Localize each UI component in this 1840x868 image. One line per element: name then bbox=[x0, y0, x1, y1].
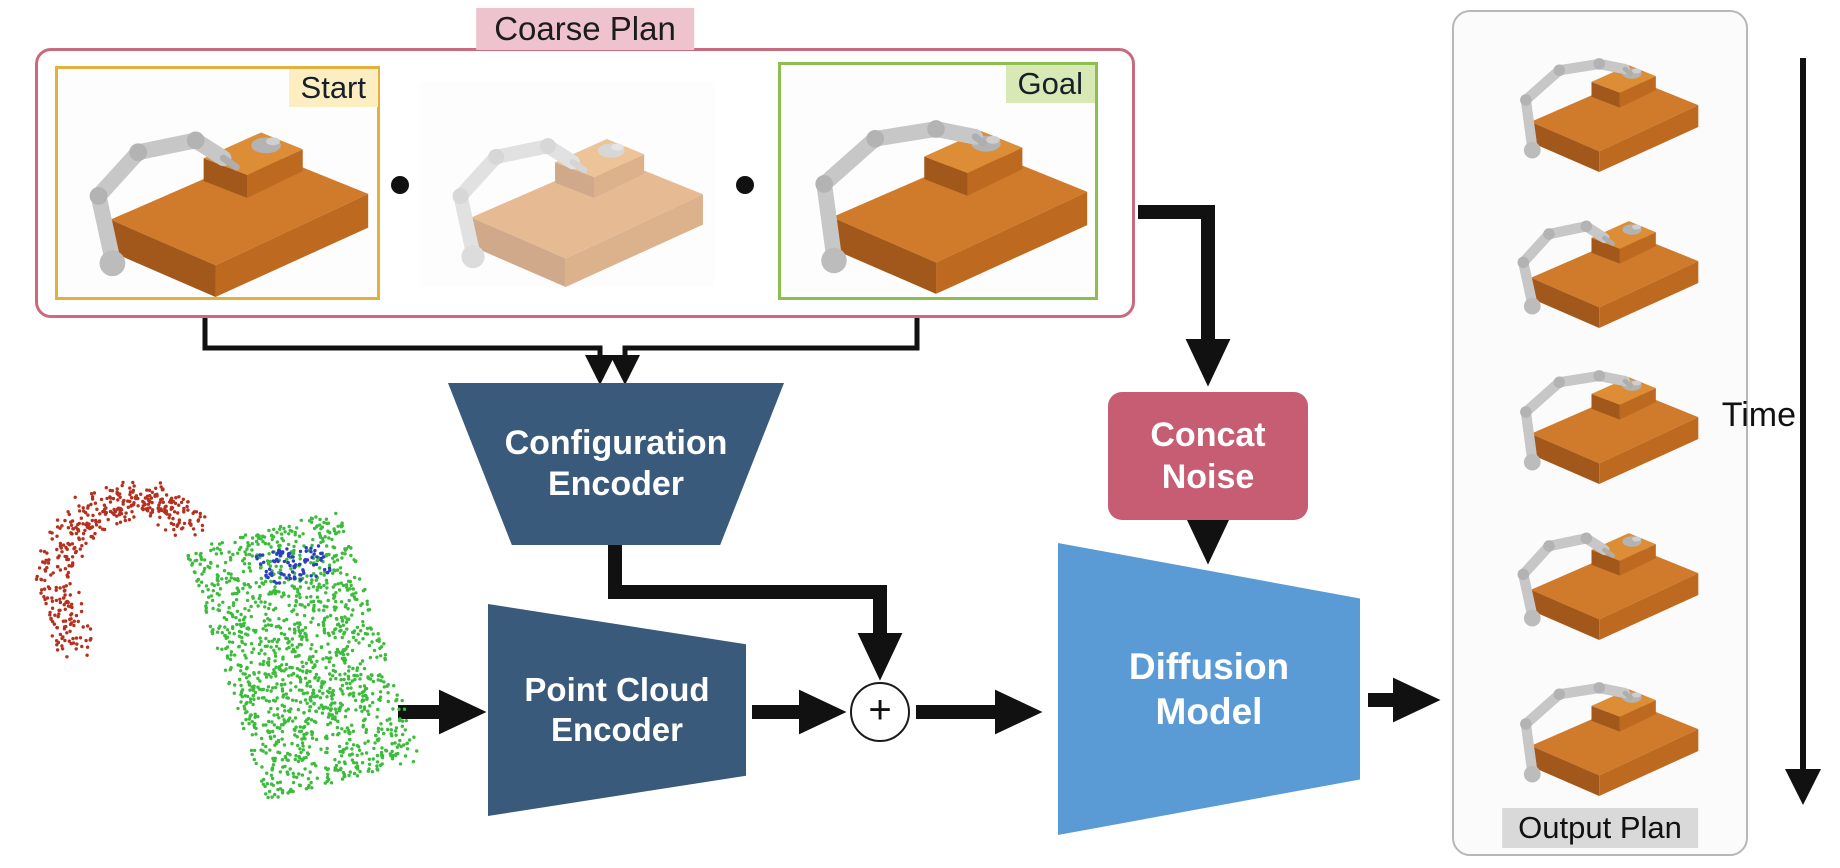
concat-noise-node: Concat Noise bbox=[1108, 392, 1308, 520]
point-cloud-image bbox=[10, 425, 440, 855]
output-plan-frame bbox=[1478, 24, 1723, 172]
coarse-plan-title: Coarse Plan bbox=[476, 8, 694, 50]
start-label: Start bbox=[288, 69, 378, 107]
sum-node: + bbox=[850, 682, 910, 742]
ellipsis-dot bbox=[391, 176, 409, 194]
time-label: Time bbox=[1721, 396, 1796, 434]
configuration-encoder-label-line2: Encoder bbox=[547, 465, 685, 503]
point-cloud-encoder-label-line1: Point Cloud bbox=[524, 670, 710, 708]
diffusion-model-label-line1: Diffusion bbox=[1128, 645, 1290, 687]
output-plan-frame bbox=[1478, 180, 1723, 328]
configuration-encoder-label-line1: Configuration bbox=[504, 423, 728, 462]
intermediate-robot-scene-image bbox=[420, 82, 715, 287]
output-plan-frame bbox=[1478, 648, 1723, 796]
point-cloud-encoder-node: Point Cloud Encoder bbox=[488, 604, 746, 816]
output-plan-frames bbox=[1464, 24, 1736, 796]
plus-icon: + bbox=[868, 687, 892, 732]
diffusion-model-label-line2: Model bbox=[1155, 691, 1263, 732]
configuration-encoder-node: Configuration Encoder bbox=[448, 383, 784, 545]
diffusion-model-node: Diffusion Model bbox=[1058, 543, 1360, 835]
arrow-coarse-plan-to-concat-noise bbox=[1138, 205, 1231, 387]
goal-label: Goal bbox=[1005, 65, 1095, 103]
point-cloud-svg bbox=[34, 480, 419, 800]
concat-noise-label-line2: Noise bbox=[1161, 458, 1255, 496]
output-plan-frame bbox=[1478, 492, 1723, 640]
intermediate-scene-frame bbox=[420, 82, 715, 287]
point-cloud-encoder-label-line2: Encoder bbox=[550, 711, 684, 748]
output-plan-frame bbox=[1478, 336, 1723, 484]
arrow-config-encoder-to-sum bbox=[608, 543, 903, 681]
output-plan-label: Output Plan bbox=[1502, 808, 1698, 848]
ellipsis-dot bbox=[736, 176, 754, 194]
output-plan-panel: Output Plan bbox=[1452, 10, 1748, 856]
concat-noise-label-line1: Concat bbox=[1150, 415, 1266, 454]
